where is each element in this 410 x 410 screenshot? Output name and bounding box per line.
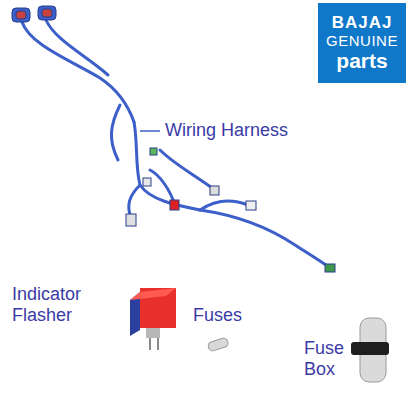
harness-connectors [12, 6, 335, 272]
indicator-flasher-drawing [130, 288, 176, 350]
part-label: Fuse Box [304, 338, 356, 380]
part-label: Wiring Harness [165, 120, 305, 141]
logo-text: parts [336, 49, 387, 73]
part-label: Fuses [193, 305, 253, 326]
leader-line [140, 130, 160, 132]
logo-text: GENUINE [326, 32, 398, 49]
fuse-drawing [207, 337, 229, 352]
brand-logo: BAJAJGENUINEparts [318, 3, 406, 83]
logo-text: BAJAJ [332, 13, 393, 33]
part-label: Indicator Flasher [12, 284, 107, 326]
wiring-harness-drawing [22, 20, 330, 268]
fuse-box-drawing [351, 318, 389, 382]
